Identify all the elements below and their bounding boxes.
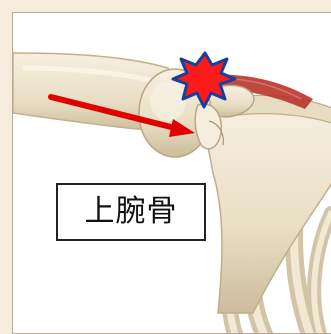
shoulder-anatomy-illustration — [13, 13, 331, 333]
impact-starburst-icon — [173, 53, 235, 107]
humerus-label: 上腕骨 — [85, 197, 178, 227]
humerus-label-box: 上腕骨 — [56, 183, 206, 241]
shoulder-illustration-panel: 上腕骨 — [12, 12, 331, 334]
